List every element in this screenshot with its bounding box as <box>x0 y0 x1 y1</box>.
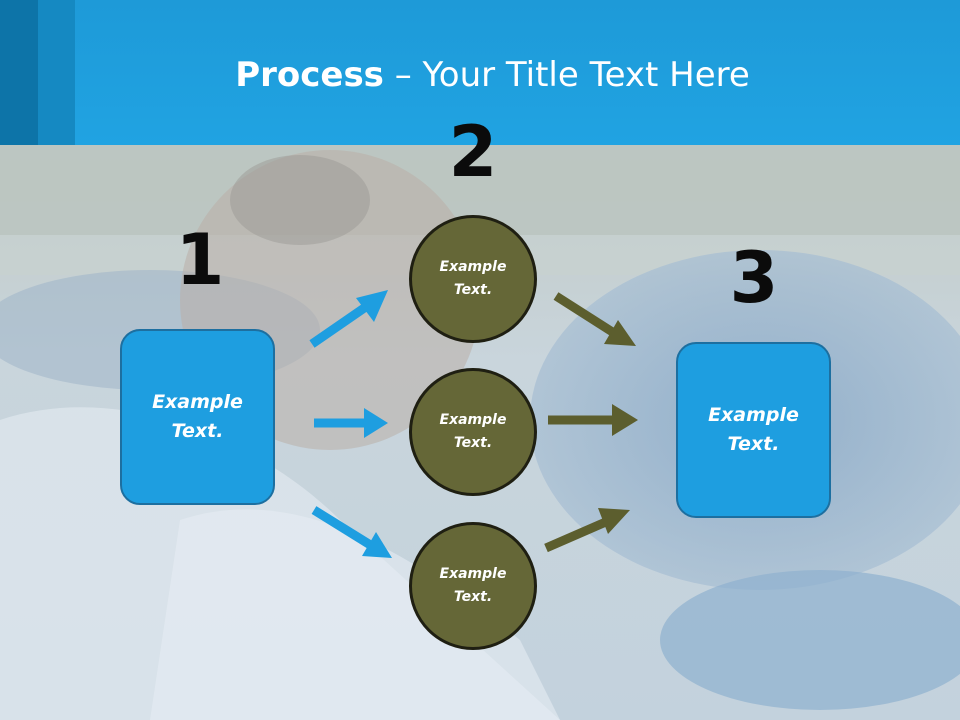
title-bar <box>0 0 960 145</box>
slide-title: Process – Your Title Text Here <box>75 52 910 98</box>
circle-middle-line2: Text. <box>453 435 493 451</box>
step-3-line2: Text. <box>727 433 780 455</box>
step-number-3: 3 <box>729 237 779 319</box>
circle-top-line1: Example <box>439 259 507 275</box>
step-1-line1: Example <box>152 391 243 413</box>
title-bold: Process <box>235 55 384 95</box>
title-rest: – Your Title Text Here <box>383 55 750 95</box>
circle-bottom-line2: Text. <box>453 589 493 605</box>
step-1-line2: Text. <box>171 420 224 442</box>
circle-top-line2: Text. <box>453 282 493 298</box>
step-number-1: 1 <box>175 219 225 301</box>
step-3-line1: Example <box>708 404 799 426</box>
header-accent-dark <box>0 0 38 145</box>
circle-bottom-line1: Example <box>439 566 507 582</box>
header-accent-mid <box>38 0 75 145</box>
circle-middle-line1: Example <box>439 412 507 428</box>
step-number-2: 2 <box>448 111 498 193</box>
